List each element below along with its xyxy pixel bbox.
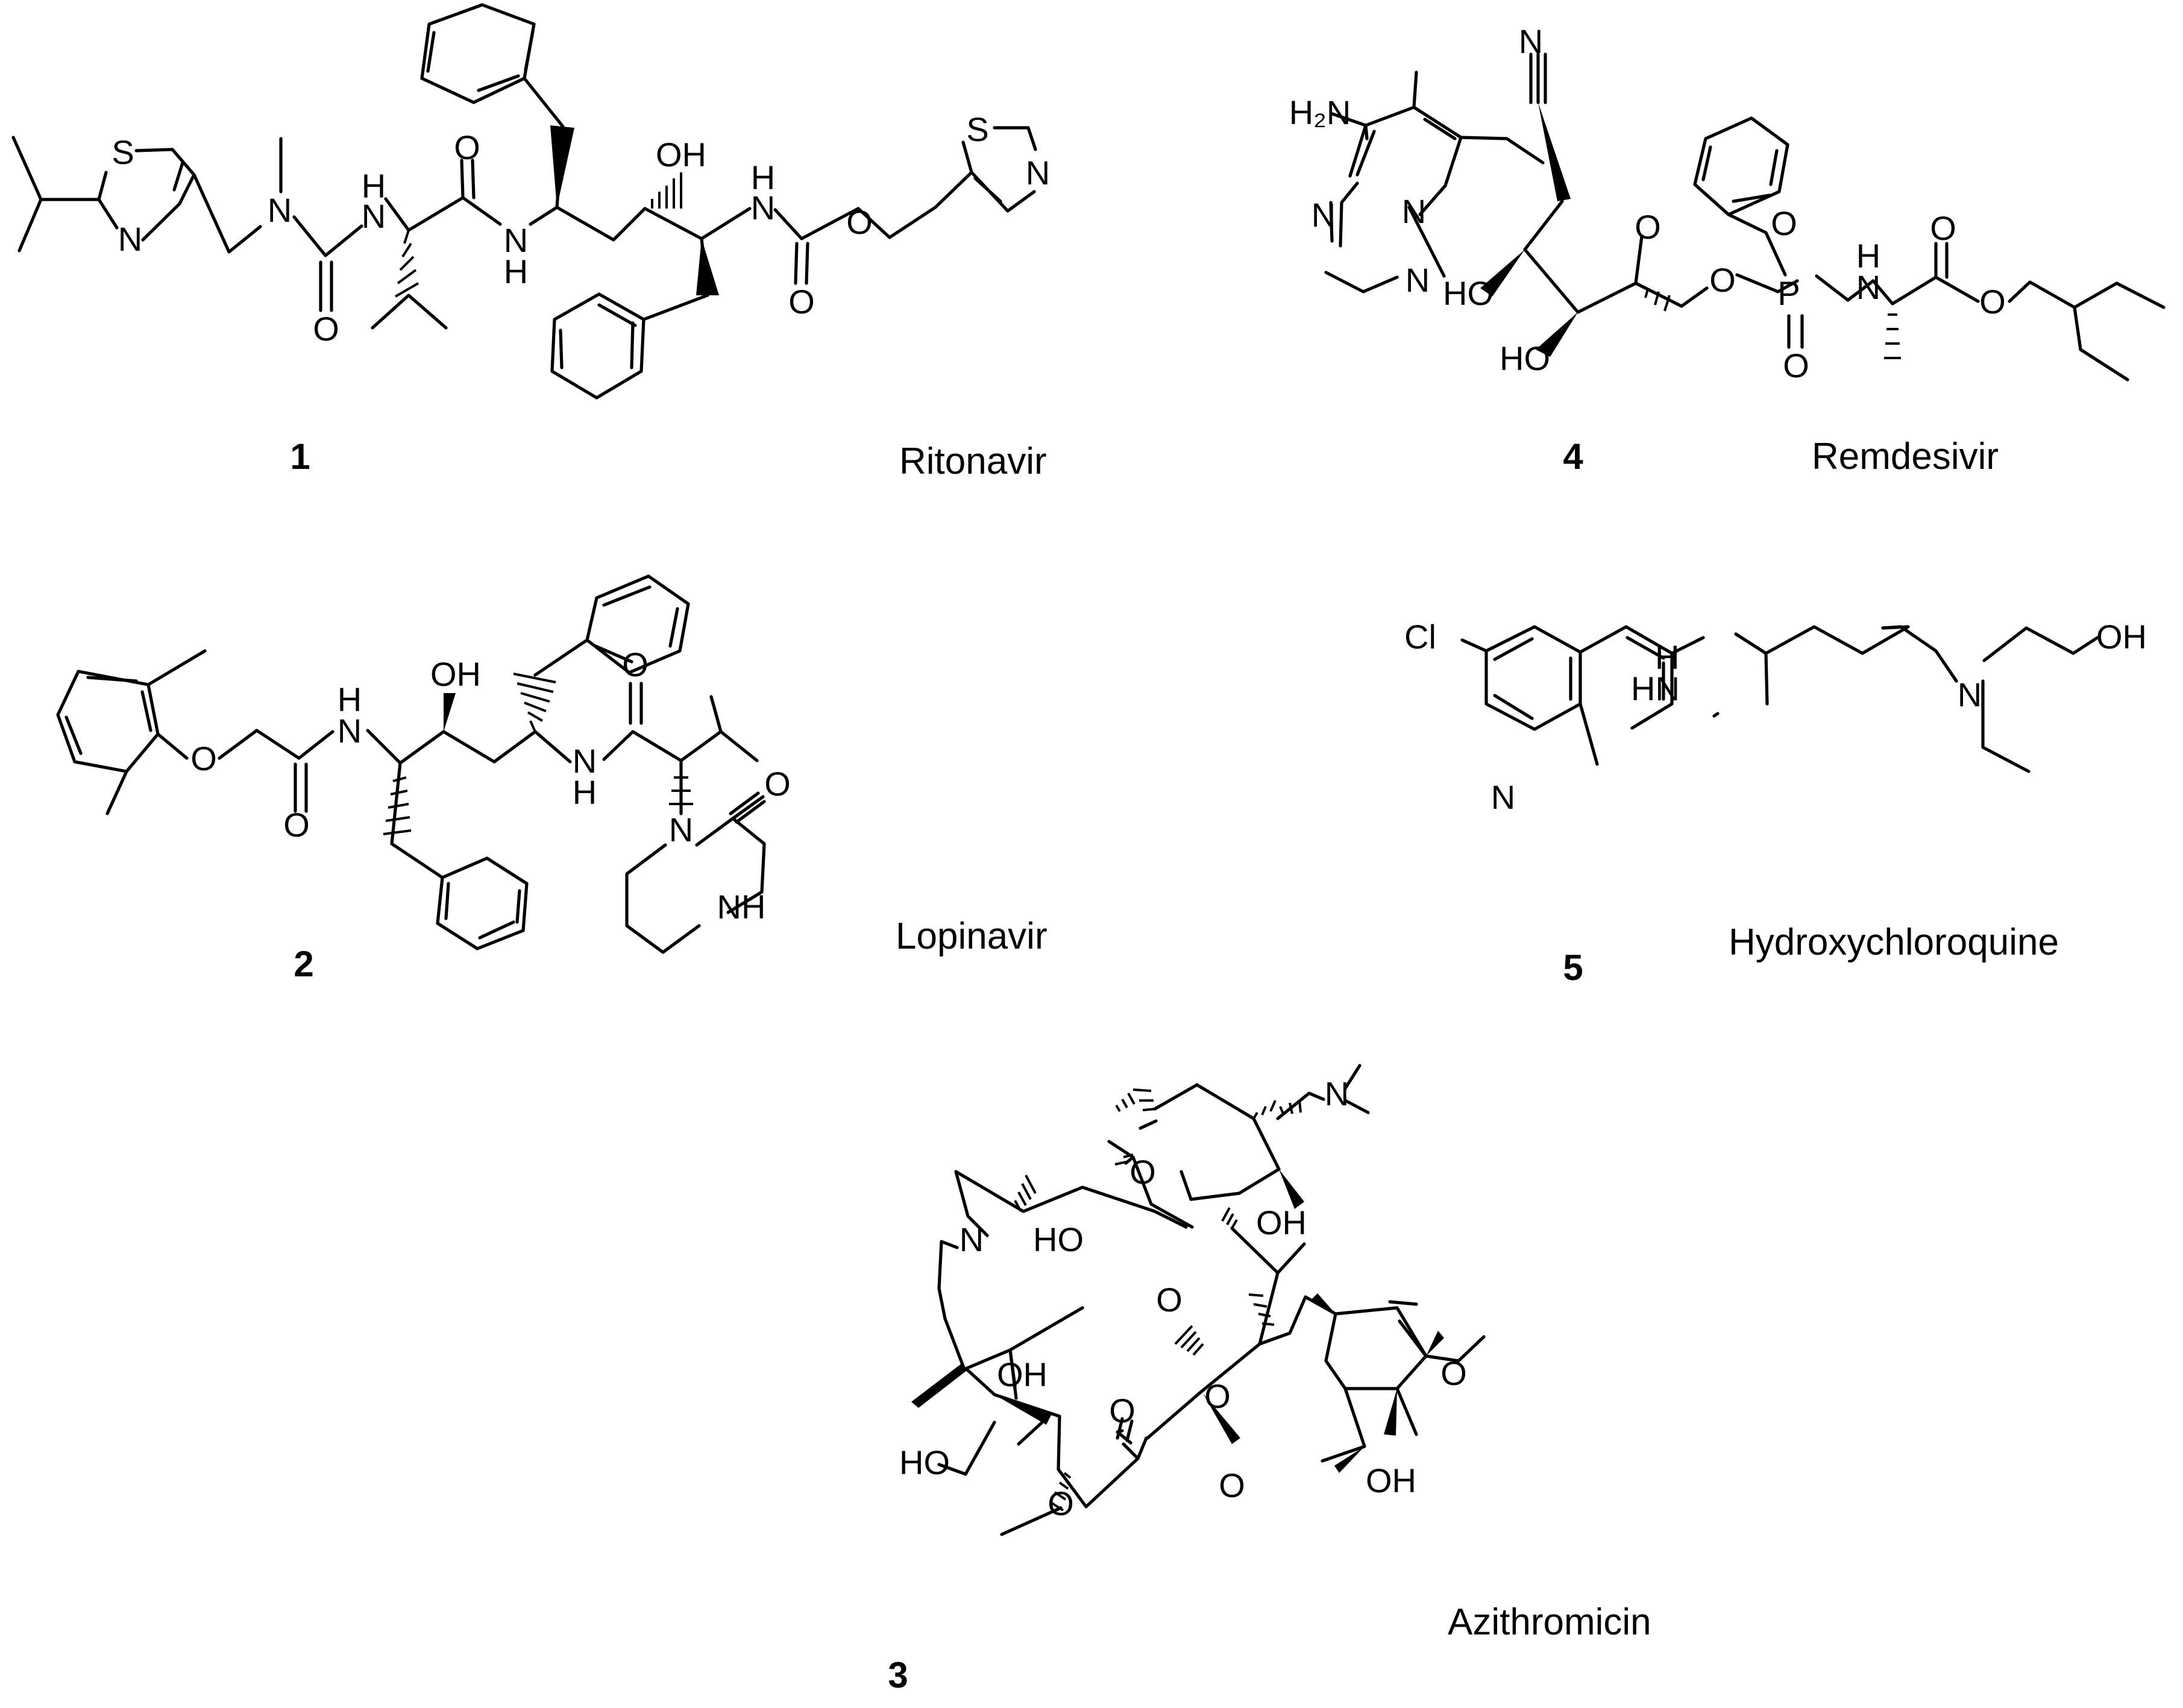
atom-N: N: [1491, 778, 1515, 816]
structure-azithromicin: [911, 1064, 1486, 1536]
atom-OH: OH: [1256, 1204, 1307, 1242]
atom-O: O: [313, 310, 339, 348]
atom-OH: OH: [2096, 618, 2147, 656]
compound-name-remdesivir: Remdesivir: [1812, 436, 1999, 477]
compound-number-4: 4: [1563, 436, 1583, 477]
atom-O: O: [1048, 1484, 1074, 1522]
compound-name-hydroxychloroquine: Hydroxychloroquine: [1729, 922, 2059, 963]
atom-P: P: [1777, 274, 1800, 312]
atom-Cl: Cl: [1404, 618, 1436, 656]
compound-name-lopinavir: Lopinavir: [896, 915, 1048, 957]
atom-O: O: [1129, 1153, 1156, 1191]
atom-N: N: [1325, 1075, 1349, 1113]
atom-O: O: [1109, 1392, 1135, 1430]
atom-N: N: [1311, 196, 1336, 234]
atom-N: N: [573, 742, 597, 780]
atom-HO: HO: [1443, 274, 1494, 312]
atom-O: O: [1440, 1354, 1467, 1392]
atom-N: N: [268, 191, 292, 229]
atom-N: N: [1519, 22, 1543, 60]
atom-N: N: [338, 712, 362, 750]
atom-O: O: [1771, 204, 1797, 242]
atom-OH: OH: [1366, 1462, 1416, 1499]
atom-O: O: [788, 283, 815, 321]
compound-name-ritonavir: Ritonavir: [899, 441, 1047, 482]
atom-H: H: [1655, 638, 1679, 676]
atom-N: N: [751, 189, 775, 227]
atom-HO: HO: [899, 1443, 950, 1481]
atom-O: O: [846, 203, 873, 241]
atom-H: H: [751, 159, 775, 196]
atom-N: N: [1406, 261, 1430, 299]
compound-number-5: 5: [1563, 947, 1583, 988]
atom-N: N: [118, 220, 142, 258]
atom-O: O: [1709, 261, 1736, 299]
atom-O: O: [1156, 1281, 1183, 1319]
atom-O: O: [454, 128, 480, 166]
atom-N: N: [960, 1220, 984, 1258]
atom-O: O: [1783, 347, 1809, 385]
atom-O: O: [1635, 208, 1661, 246]
atom-OH: OH: [997, 1355, 1048, 1393]
atom-O: O: [622, 645, 649, 683]
atom-N: N: [1026, 154, 1050, 192]
atom-H: H: [573, 773, 597, 811]
compound-number-3: 3: [888, 1655, 908, 1695]
atom-N: N: [1958, 676, 1982, 714]
atom-O: O: [1204, 1377, 1231, 1415]
atom-OH: OH: [430, 655, 481, 693]
atom-N: N: [1856, 268, 1880, 306]
atom-HO: HO: [1033, 1220, 1084, 1258]
atom-HO: HO: [1500, 339, 1550, 377]
structure-hydroxychloroquine: [1460, 625, 2099, 773]
atom-N: N: [669, 811, 693, 849]
atom-O: O: [764, 765, 791, 803]
atom-H2N: H₂N: [1289, 93, 1351, 131]
structure-ritonavir: [11, 3, 1037, 400]
structure-remdesivir: [1324, 52, 2166, 381]
atom-S: S: [966, 110, 988, 148]
atom-H: H: [338, 680, 362, 718]
atom-O: O: [1219, 1466, 1245, 1504]
atom-O: O: [283, 806, 310, 844]
atom-S: S: [112, 133, 134, 171]
structure-lopinavir: [56, 574, 766, 954]
atom-N: N: [504, 221, 528, 259]
atom-O: O: [1930, 209, 1956, 247]
atom-H: H: [504, 253, 528, 290]
atom-N: N: [1402, 192, 1426, 230]
atom-H: H: [362, 167, 386, 205]
atom-H: H: [1856, 237, 1880, 275]
compound-number-1: 1: [290, 436, 310, 477]
atom-O: O: [1979, 283, 2006, 321]
atom-HN: HN: [1631, 670, 1680, 708]
atom-OH: OH: [656, 136, 706, 174]
compound-number-2: 2: [294, 944, 313, 984]
atom-N: N: [362, 197, 386, 235]
atom-O: O: [190, 739, 217, 777]
atom-NH: NH: [717, 888, 766, 926]
compound-name-azithromicin: Azithromicin: [1448, 1601, 1651, 1643]
